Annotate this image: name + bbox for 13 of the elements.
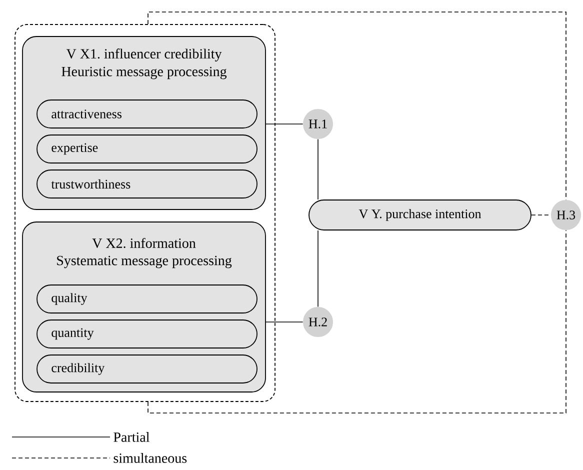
legend-label: simultaneous [114,453,187,463]
variable-pill: expertise [36,134,258,164]
dashed-frame [14,24,276,402]
legend-label: Partial [114,432,150,442]
dashed-connector [148,12,566,200]
variable-pill: trustworthiness [36,170,258,198]
dashed-connector [531,214,552,216]
variable-pill: quality [36,284,258,314]
variable-pill: credibility [36,354,258,384]
variable-pill: attractiveness [36,100,258,128]
dashed-connector [148,230,566,414]
variable-pill: V Y. purchase intention [308,200,532,230]
variable-pill: quantity [36,320,258,348]
